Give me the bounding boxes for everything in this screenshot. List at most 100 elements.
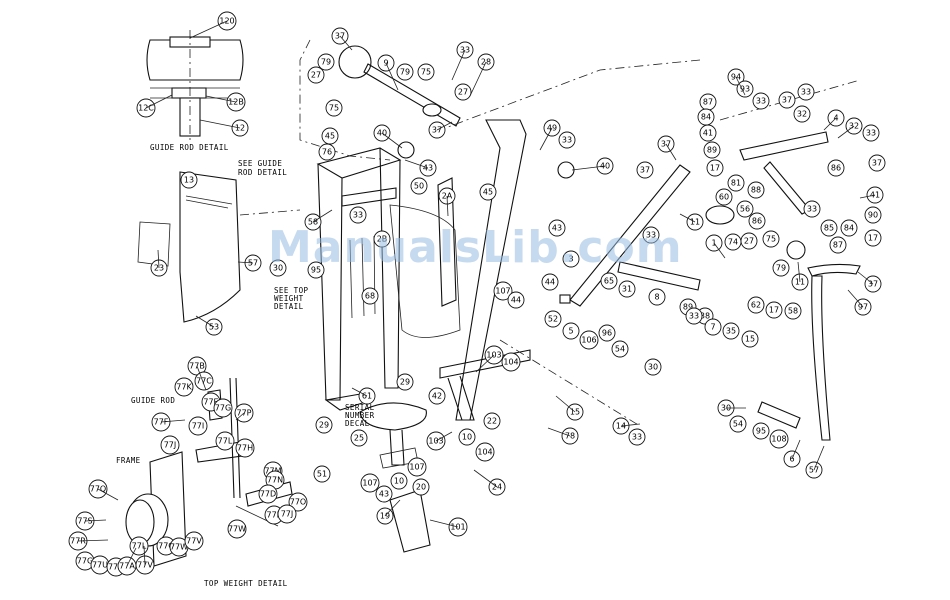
part-balloon-44: 44 [507,291,525,309]
part-balloon-77j: 77J [160,435,180,455]
press-arm [559,164,735,307]
svg-text:88: 88 [751,186,761,195]
leader-line [235,412,245,421]
part-balloon-77w: 77W [227,519,247,539]
svg-text:33: 33 [807,205,817,214]
svg-text:74: 74 [728,238,738,247]
svg-text:3: 3 [568,255,573,264]
part-balloon-27: 27 [740,232,758,250]
svg-text:107: 107 [409,463,424,472]
leader-line [351,387,368,397]
svg-text:77J: 77J [164,441,177,450]
part-balloon-33: 33 [558,131,576,149]
svg-text:60: 60 [719,193,729,202]
svg-text:77J: 77J [281,510,294,519]
svg-text:58: 58 [788,307,798,316]
svg-text:33: 33 [756,97,766,106]
part-balloon-81: 81 [727,174,745,192]
part-balloon-86: 86 [827,159,845,177]
part-balloon-75: 75 [325,99,343,117]
part-balloon-31: 31 [618,280,636,298]
part-balloon-107: 107 [360,473,380,493]
part-balloon-104: 104 [501,352,521,372]
part-balloon-79: 79 [317,53,335,71]
svg-text:37: 37 [782,96,792,105]
svg-text:86: 86 [831,164,841,173]
part-balloon-35: 35 [722,322,740,340]
svg-text:75: 75 [329,104,339,113]
svg-text:10: 10 [394,477,404,486]
part-balloon-77g: 77G [213,398,233,418]
part-balloon-74: 74 [724,233,742,251]
svg-text:77O: 77O [290,498,306,507]
svg-text:93: 93 [740,85,750,94]
part-balloon-87: 87 [699,93,717,111]
leader-line [436,121,453,131]
svg-text:33: 33 [562,136,572,145]
svg-text:50: 50 [414,182,424,191]
svg-text:79: 79 [400,68,410,77]
svg-text:77H: 77H [237,444,253,453]
lever-assembly [739,131,861,441]
svg-text:37: 37 [872,159,882,168]
leader-line [571,165,606,171]
part-balloon-77l: 77L [215,431,235,451]
svg-text:104: 104 [477,448,492,457]
part-balloon-77d: 77D [258,484,278,504]
part-balloon-15: 15 [741,330,759,348]
leader-line [160,419,186,423]
cable-paths [239,39,861,427]
part-balloon-43: 43 [375,485,393,503]
part-balloon-77j: 77J [277,504,297,524]
part-balloon-33: 33 [862,124,880,142]
leader-line [857,271,874,285]
svg-text:45: 45 [483,188,493,197]
svg-text:33: 33 [632,433,642,442]
part-balloon-86: 86 [748,212,766,230]
svg-text:30: 30 [273,264,283,273]
svg-text:68: 68 [365,292,375,301]
part-balloon-22: 22 [483,412,501,430]
part-balloon-33: 33 [803,200,821,218]
svg-text:77C: 77C [158,542,174,551]
svg-text:77U: 77U [92,561,108,570]
svg-text:5: 5 [568,327,573,336]
svg-text:17: 17 [868,234,878,243]
leader-line [237,261,254,264]
top-weight-detail [125,377,293,567]
leader-line [473,469,498,488]
part-balloon-29: 29 [315,416,333,434]
svg-text:77E: 77E [203,398,218,407]
part-balloon-84: 84 [697,108,715,126]
part-balloon-77u: 77U [90,555,110,575]
svg-text:25: 25 [354,434,364,443]
leader-line [189,20,228,39]
svg-text:76: 76 [322,148,332,157]
part-balloon-17: 17 [706,159,724,177]
part-balloon-79: 79 [396,63,414,81]
part-balloon-33: 33 [628,428,646,446]
part-balloon-77o: 77O [288,492,308,512]
weight-horn [338,45,461,127]
leader-line [797,261,801,283]
part-balloon-33: 33 [349,206,367,224]
part-balloon-107: 107 [493,281,513,301]
svg-text:77I: 77I [192,422,205,431]
part-balloon-50: 50 [410,177,428,195]
svg-text:10: 10 [462,433,472,442]
part-balloon-27: 27 [307,66,325,84]
part-balloon-95: 95 [752,422,770,440]
svg-text:54: 54 [733,420,743,429]
serial-caption-2: NUMBER [345,411,375,420]
svg-text:77C: 77C [196,377,212,386]
part-balloon-33: 33 [685,307,703,325]
leader-line [196,365,207,391]
svg-text:38: 38 [700,312,710,321]
svg-text:107: 107 [495,287,510,296]
part-balloon-10: 10 [458,428,476,446]
leader-line [205,95,237,103]
leader-line [312,209,333,223]
svg-text:96: 96 [602,329,612,338]
part-balloon-30: 30 [269,259,287,277]
